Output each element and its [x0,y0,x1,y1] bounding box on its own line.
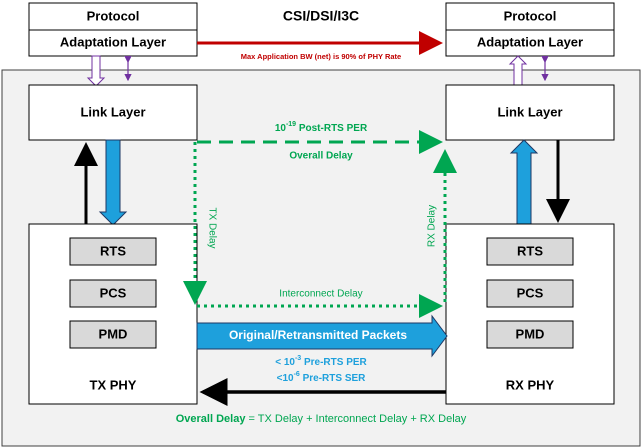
packets-arrow [196,314,448,358]
delay-formula: Overall Delay = TX Delay + Interconnect … [176,413,467,425]
left-protocol-label: Protocol [87,8,140,23]
tx-phy-label: TX PHY [90,377,137,392]
left-adaptation-box [28,29,198,57]
left-adaptation-label: Adaptation Layer [60,34,166,49]
title: CSI/DSI/I3C [283,8,359,24]
tx-delay-label: TX Delay [206,207,217,248]
tx-pcs-block [69,279,157,308]
left-link-layer-label: Link Layer [80,104,145,119]
pre-rts-ser: <10-6 Pre-RTS SER [277,371,367,384]
post-rts-per: 10-19 Post-RTS PER [275,121,368,134]
rx-rts-block [486,237,574,266]
right-blue-up-arrow [509,139,539,225]
interconnect-delay-label: Interconnect Delay [279,289,362,300]
tx-rts-block [69,237,157,266]
tx-pmd-block [69,320,157,349]
right-adaptation-box [445,29,615,57]
right-protocol-box [445,2,615,31]
pre-rts-per: < 10-3 Pre-RTS PER [275,355,367,368]
tx-pmd-label: PMD [99,326,128,341]
rx-pmd-label: PMD [516,326,545,341]
rx-pmd-block [486,320,574,349]
packets-label: Original/Retransmitted Packets [229,328,407,342]
rx-pcs-block [486,279,574,308]
rx-pcs-label: PCS [517,285,544,300]
right-link-layer-label: Link Layer [497,104,562,119]
right-link-layer-box [445,84,615,141]
rx-delay-label: RX Delay [427,205,438,247]
bandwidth-note: Max Application BW (net) is 90% of PHY R… [241,52,401,61]
right-hollow-up-arrow [508,55,528,87]
left-link-layer-box [28,84,198,141]
left-blue-down-arrow [98,139,128,226]
tx-pcs-label: PCS [100,285,127,300]
right-adaptation-label: Adaptation Layer [477,34,583,49]
overall-delay-label: Overall Delay [289,151,353,162]
left-protocol-box [28,2,198,31]
tx-rts-label: RTS [100,243,126,258]
left-hollow-down-arrow [86,55,106,87]
right-protocol-label: Protocol [504,8,557,23]
rx-phy-label: RX PHY [506,377,555,392]
rx-rts-label: RTS [517,243,543,258]
